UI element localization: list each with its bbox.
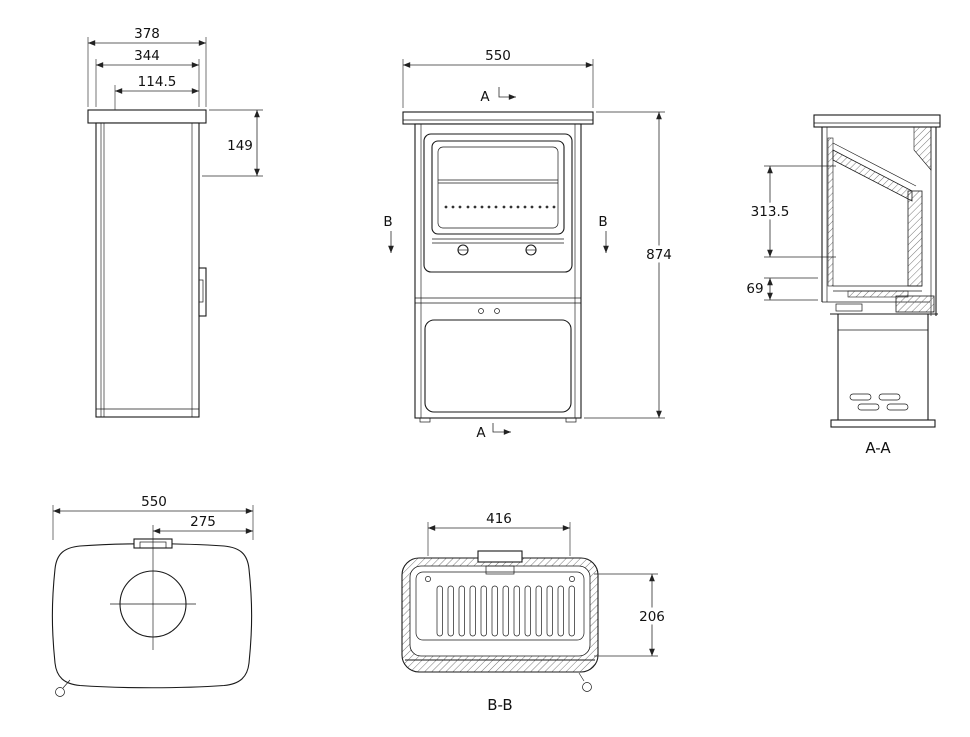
aa-top-plate (813, 114, 941, 128)
aa-vent-slot (886, 403, 909, 411)
dim-aa-firebox-height: 313.5 (747, 165, 836, 258)
top-body-outline (51, 543, 253, 689)
side-view: 378 344 114.5 149 (87, 26, 263, 418)
aa-firebrick (907, 190, 923, 287)
section-mark-b-left: B (383, 214, 394, 253)
dim-bb-inner-depth: 206 (594, 573, 668, 657)
dim-front-height: 874 (584, 111, 675, 419)
bb-door-handle (582, 682, 592, 692)
section-mark-b-right: B (598, 214, 609, 253)
dim-side-flue-drop: 149 (202, 109, 263, 177)
section-letter-b-left: B (383, 214, 392, 230)
aa-vent-slot (849, 393, 872, 401)
side-body (95, 122, 200, 418)
glass-frame (431, 140, 565, 235)
dim-text-69: 69 (746, 281, 763, 297)
dim-front-width: 550 (402, 48, 594, 108)
top-door-handle (55, 687, 65, 697)
firebox-door-outline (423, 133, 573, 273)
section-mark-a-bottom: A (476, 423, 511, 441)
front-body (414, 123, 582, 419)
dim-text-114-5: 114.5 (138, 74, 177, 90)
front-view: 550 A A B B 874 (383, 48, 675, 441)
dim-side-body-depth: 344 (95, 48, 200, 107)
section-bb-label: B-B (487, 696, 512, 714)
dim-text-874: 874 (646, 247, 672, 263)
dim-text-550-front: 550 (485, 48, 511, 64)
section-letter-b-right: B (598, 214, 607, 230)
section-letter-a-bottom: A (476, 425, 486, 441)
bb-firebrick-slots (436, 585, 575, 637)
glass-window (437, 146, 559, 229)
top-view: 550 275 (51, 494, 254, 697)
dim-text-550-top: 550 (141, 494, 167, 510)
aa-grate (847, 290, 909, 298)
section-letter-a-top: A (480, 89, 490, 105)
aa-flue-wedge (913, 126, 932, 171)
front-top-plate (402, 111, 594, 125)
dim-text-344: 344 (134, 48, 160, 64)
side-door-latch (198, 267, 207, 317)
dim-top-flue-center: 275 (152, 514, 253, 650)
dim-text-275: 275 (190, 514, 216, 530)
section-aa-view: 313.5 69 A-A (746, 114, 941, 457)
section-bb-view: 416 206 B-B (401, 511, 668, 714)
aa-rear-duct (895, 295, 935, 313)
dim-text-313-5: 313.5 (751, 204, 790, 220)
dim-top-width: 550 (52, 494, 254, 540)
dim-text-416: 416 (486, 511, 512, 527)
dim-aa-outlet-height: 69 (746, 277, 818, 301)
air-holes (444, 205, 556, 209)
storage-door-outline (424, 319, 572, 413)
dim-side-overall-depth: 378 (87, 26, 207, 107)
aa-vent-slot (878, 393, 901, 401)
side-top-plate (87, 109, 207, 124)
bb-flue-tab (477, 550, 523, 563)
aa-base-plate (830, 419, 936, 428)
aa-vent-slot (857, 403, 880, 411)
aa-baffle (832, 149, 913, 202)
dim-side-flue-offset: 114.5 (114, 74, 199, 110)
dim-text-149: 149 (227, 138, 253, 154)
section-mark-a-top: A (480, 87, 516, 105)
dim-bb-inner-width: 416 (427, 511, 571, 556)
dim-text-378: 378 (134, 26, 160, 42)
dim-text-206: 206 (639, 609, 665, 625)
section-aa-label: A-A (865, 439, 891, 457)
